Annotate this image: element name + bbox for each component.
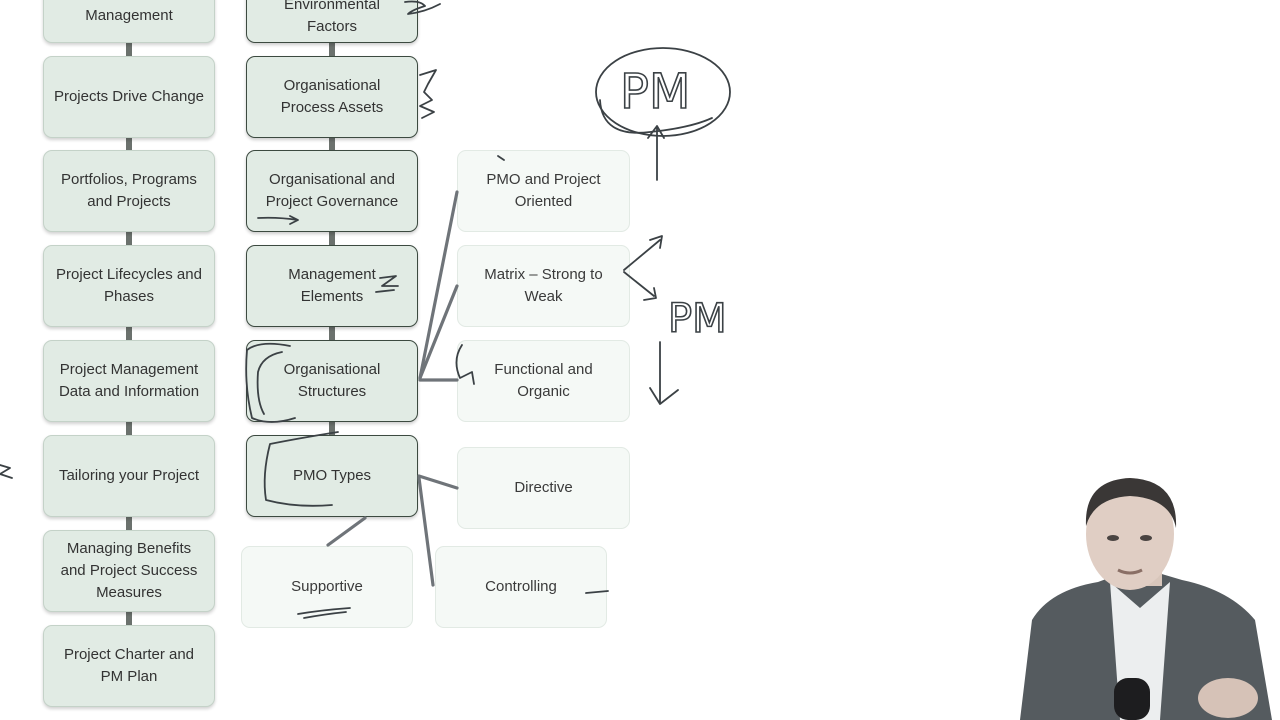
structure-box-label: PMO and Project Oriented <box>486 171 601 210</box>
structure-box-label: Functional and Organic <box>494 361 593 400</box>
connector-pmo-to-controlling <box>417 476 435 587</box>
structure-box-label: Matrix – Strong to Weak <box>484 266 603 305</box>
left-box-label: Projects Drive Change <box>53 88 205 105</box>
left-box-label: Tailoring your Project <box>58 467 200 484</box>
pm-circle-text: PM <box>620 64 690 120</box>
presenter-mouth <box>1117 568 1143 575</box>
pmo-box-directive[interactable]: Directive <box>457 447 630 529</box>
left-box-portfolios-programs-projects[interactable]: Portfolios, Programs and Projects <box>43 150 215 232</box>
pm-circle-inner <box>599 99 713 134</box>
left-box-management[interactable]: Management <box>43 0 215 43</box>
mid-box-label: Management Elements <box>288 266 376 305</box>
left-box-label: Project Charter and PM Plan <box>63 646 195 685</box>
presenter-hand <box>1198 678 1258 718</box>
left-box-label: Project Lifecycles and Phases <box>56 266 202 305</box>
structure-box-functional-organic[interactable]: Functional and Organic <box>457 340 630 422</box>
connector-pmo-to-supportive <box>326 516 367 547</box>
scribble-left-edge <box>0 464 13 479</box>
left-box-managing-benefits[interactable]: Managing Benefits and Project Success Me… <box>43 530 215 612</box>
mid-box-pmo-types[interactable]: PMO Types <box>246 435 418 517</box>
mid-box-process-assets[interactable]: Organisational Process Assets <box>246 56 418 138</box>
left-box-project-lifecycles[interactable]: Project Lifecycles and Phases <box>43 245 215 327</box>
scribble-process-assets <box>419 69 437 119</box>
pmo-box-supportive[interactable]: Supportive <box>241 546 413 628</box>
pmo-box-label: Controlling <box>485 578 557 595</box>
left-box-projects-drive-change[interactable]: Projects Drive Change <box>43 56 215 138</box>
presenter-microphone <box>1114 678 1150 720</box>
left-box-project-charter[interactable]: Project Charter and PM Plan <box>43 625 215 707</box>
presenter-eye-left <box>1107 535 1119 541</box>
pm-matrix-text: PM <box>668 296 727 342</box>
mid-box-label: Organisational Process Assets <box>280 77 384 116</box>
mid-box-governance[interactable]: Organisational and Project Governance <box>246 150 418 232</box>
arrow-down-right <box>649 341 679 405</box>
left-box-label: Managing Benefits and Project Success Me… <box>60 540 198 601</box>
left-box-label: Management <box>85 6 173 24</box>
connector-pmo-to-directive <box>417 474 459 490</box>
left-box-label: Portfolios, Programs and Projects <box>61 171 197 210</box>
left-box-pm-data-information[interactable]: Project Management Data and Information <box>43 340 215 422</box>
mid-box-organisational-structures[interactable]: Organisational Structures <box>246 340 418 422</box>
mid-box-label: PMO Types <box>292 467 372 484</box>
left-box-label: Project Management Data and Information <box>58 361 200 400</box>
structure-box-pmo-project-oriented[interactable]: PMO and Project Oriented <box>457 150 630 232</box>
mid-box-environmental-factors[interactable]: Environmental Factors <box>246 0 418 43</box>
presenter-head <box>1086 478 1174 590</box>
presenter-hair <box>1085 478 1177 528</box>
mid-box-label: Organisational and Project Governance <box>265 171 399 210</box>
presenter-eye-right <box>1140 535 1152 541</box>
arrow-up-to-pm <box>647 125 665 181</box>
structure-box-matrix[interactable]: Matrix – Strong to Weak <box>457 245 630 327</box>
left-box-tailoring-project[interactable]: Tailoring your Project <box>43 435 215 517</box>
pmo-box-label: Directive <box>514 479 573 496</box>
connector-structures-to-matrix <box>418 284 459 380</box>
pm-circle <box>595 47 731 137</box>
presenter-webcam-overlay <box>1020 478 1272 720</box>
pmo-box-label: Supportive <box>291 578 363 595</box>
mid-box-label: Organisational Structures <box>283 361 381 400</box>
mid-box-management-elements[interactable]: Management Elements <box>246 245 418 327</box>
mid-box-label: Environmental Factors <box>284 0 380 35</box>
pmo-box-controlling[interactable]: Controlling <box>435 546 607 628</box>
connector-structures-to-pmo-oriented <box>418 190 459 380</box>
